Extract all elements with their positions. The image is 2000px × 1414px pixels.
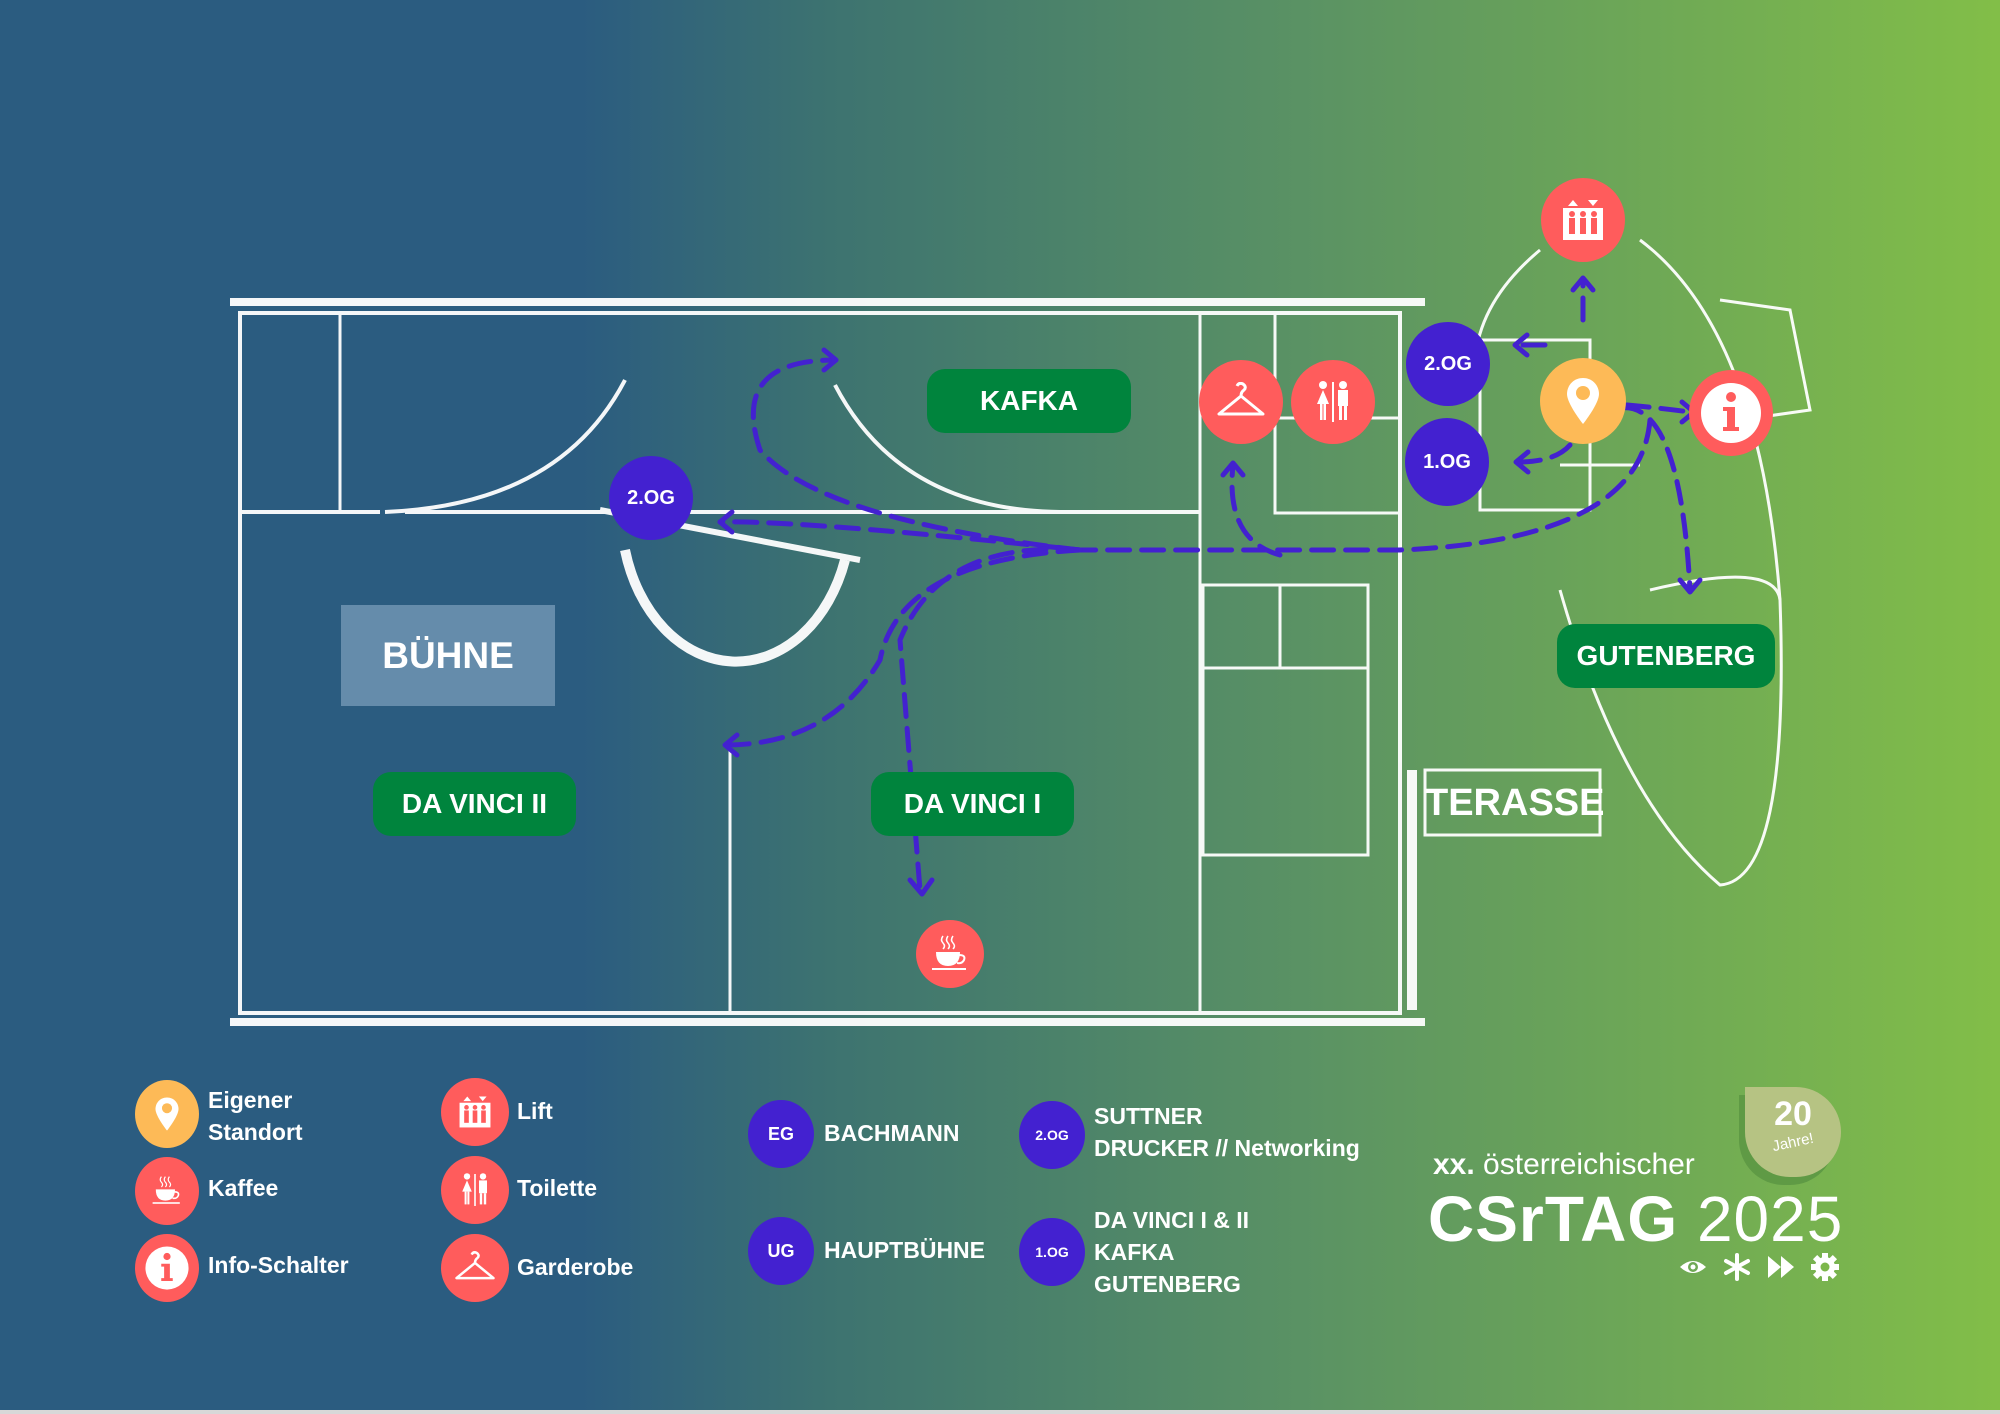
coat-hanger-icon bbox=[1217, 382, 1265, 416]
logo-prefix-rest: österreichischer bbox=[1474, 1148, 1695, 1181]
legend-info-badge bbox=[135, 1234, 199, 1302]
cloakroom-marker[interactable] bbox=[1199, 360, 1283, 444]
badge-number: 20 bbox=[1774, 1095, 1812, 1133]
legend-info-label: Info-Schalter bbox=[208, 1252, 349, 1278]
legend-location-label: Eigener Standort bbox=[208, 1084, 303, 1148]
toilet-marker[interactable] bbox=[1291, 360, 1375, 444]
asterisk-icon bbox=[1724, 1253, 1750, 1281]
lift-icon bbox=[1563, 200, 1603, 240]
logo-name: CSrTAG bbox=[1428, 1183, 1679, 1255]
route-to-kafka bbox=[750, 357, 1083, 553]
legend-floor-label-ug: HAUPTBÜHNE bbox=[824, 1237, 985, 1263]
legend-floor-badge-ug: UG bbox=[748, 1217, 814, 1285]
floor-marker-2og-left[interactable]: 2.OG bbox=[609, 456, 693, 540]
legend-toilet-badge bbox=[441, 1156, 509, 1224]
room-label-kafka: KAFKA bbox=[927, 369, 1131, 433]
room-label-da-vinci-2: DA VINCI II bbox=[373, 772, 576, 836]
legend-cloakroom-label: Garderobe bbox=[517, 1254, 634, 1280]
lift-marker[interactable] bbox=[1541, 178, 1625, 262]
main-hall-outline bbox=[238, 311, 1402, 1015]
route-to-da-vinci-2 bbox=[722, 547, 1083, 748]
legend-lift-badge bbox=[441, 1078, 509, 1146]
legend-1og-line3: GUTENBERG bbox=[1094, 1271, 1241, 1297]
location-pin-icon bbox=[155, 1097, 179, 1131]
coffee-cup-icon bbox=[932, 935, 966, 970]
legend-toilet-label: Toilette bbox=[517, 1175, 598, 1201]
legend-1og-line1: DA VINCI I & II bbox=[1094, 1207, 1250, 1233]
legend-location-line2: Standort bbox=[208, 1119, 303, 1145]
info-icon bbox=[145, 1246, 189, 1290]
route-to-info bbox=[1624, 402, 1693, 415]
location-pin-icon bbox=[1567, 378, 1599, 424]
room-label-gutenberg: GUTENBERG bbox=[1557, 624, 1775, 688]
room-label-da-vinci-1: DA VINCI I bbox=[871, 772, 1074, 836]
coffee-marker[interactable] bbox=[916, 920, 984, 988]
route-to-gutenberg bbox=[1617, 405, 1693, 593]
legend-2og-line1: SUTTNER bbox=[1094, 1103, 1203, 1129]
lift-icon bbox=[459, 1096, 491, 1128]
legend-1og-line2: KAFKA bbox=[1094, 1239, 1175, 1265]
info-icon bbox=[1701, 383, 1761, 443]
legend-lift-label: Lift bbox=[517, 1098, 553, 1124]
legend-coffee-badge bbox=[135, 1157, 199, 1225]
legend-floor-badge-eg: EG bbox=[748, 1100, 814, 1168]
legend-cloakroom-badge bbox=[441, 1234, 509, 1302]
own-location-marker[interactable] bbox=[1540, 358, 1626, 444]
logo-prefix: xx. bbox=[1433, 1148, 1475, 1181]
route-to-coffee bbox=[897, 546, 1083, 893]
legend-floor-label-2og: SUTTNER DRUCKER // Networking bbox=[1094, 1100, 1360, 1164]
terrace-label: TERASSE bbox=[1425, 782, 1605, 824]
legend-location-line1: Eigener bbox=[208, 1087, 293, 1113]
legend-floor-label-1og: DA VINCI I & II KAFKA GUTENBERG bbox=[1094, 1204, 1249, 1300]
legend-floor-badge-2og: 2.OG bbox=[1019, 1101, 1085, 1169]
coat-hanger-icon bbox=[455, 1251, 495, 1280]
info-marker[interactable] bbox=[1689, 370, 1773, 456]
gear-icon bbox=[1811, 1253, 1839, 1281]
coffee-cup-icon bbox=[152, 1176, 180, 1204]
logo-title: CSrTAG 2025 bbox=[1428, 1182, 1843, 1256]
route-to-cloakroom bbox=[1229, 462, 1283, 558]
eye-icon bbox=[1680, 1261, 1706, 1273]
floor-marker-2og-upper[interactable]: 2.OG bbox=[1406, 322, 1490, 406]
toilet-icon bbox=[462, 1173, 487, 1206]
route-paths bbox=[717, 277, 1693, 893]
legend-2og-line2: DRUCKER // Networking bbox=[1094, 1135, 1360, 1161]
legend-location-badge bbox=[135, 1080, 199, 1148]
fast-forward-icon bbox=[1768, 1256, 1794, 1278]
logo-icon-row bbox=[1678, 1252, 1840, 1282]
route-to-2og-left bbox=[717, 417, 1653, 553]
logo-subtitle: xx. österreichischer bbox=[1433, 1148, 1695, 1182]
legend-floor-label-eg: BACHMANN bbox=[824, 1120, 960, 1146]
logo-year: 2025 bbox=[1696, 1183, 1844, 1255]
legend-coffee-label: Kaffee bbox=[208, 1175, 279, 1201]
anniversary-badge: 20 Jahre! bbox=[1745, 1087, 1841, 1177]
floor-marker-1og-lower[interactable]: 1.OG bbox=[1405, 418, 1489, 506]
stage-label: BÜHNE bbox=[341, 605, 555, 706]
legend-floor-badge-1og: 1.OG bbox=[1019, 1218, 1085, 1286]
toilet-icon bbox=[1317, 381, 1348, 422]
bottom-strip bbox=[0, 1410, 2000, 1414]
route-to-1og-lower bbox=[1515, 442, 1573, 465]
